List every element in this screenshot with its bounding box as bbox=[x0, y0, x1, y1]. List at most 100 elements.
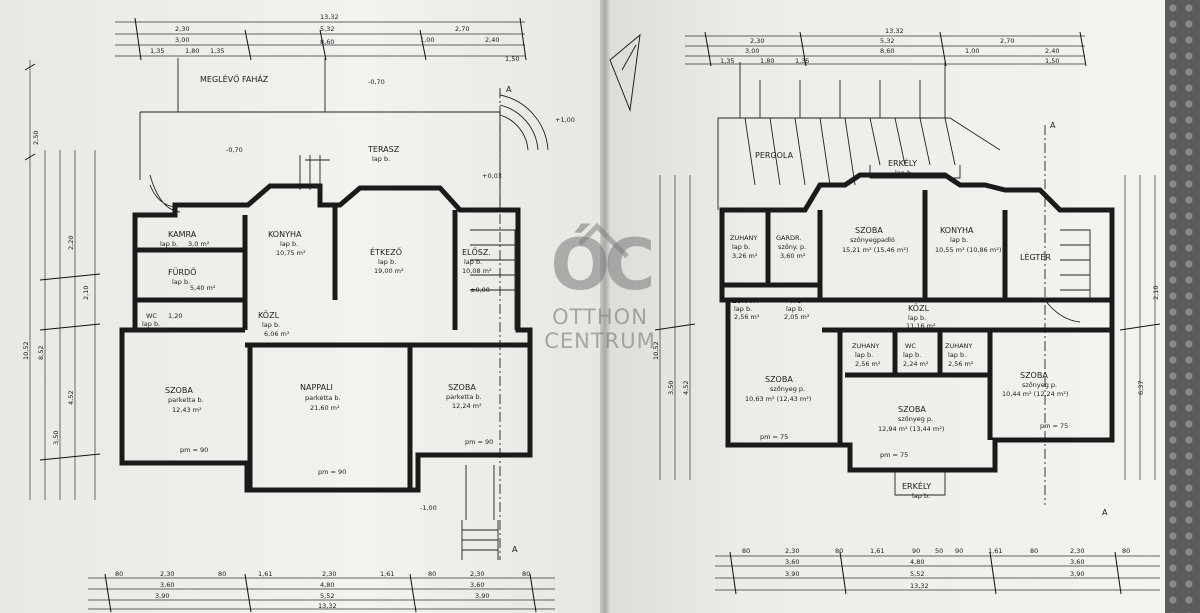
dim-label: 3,00 bbox=[745, 47, 759, 55]
section-marker-bottom: A bbox=[1102, 508, 1108, 517]
dim-label: 6,37 bbox=[1137, 381, 1145, 395]
dim-label: 8,52 bbox=[37, 346, 45, 360]
dim-label: 1,61 bbox=[380, 570, 394, 578]
dim-label: 2,10 bbox=[82, 286, 90, 300]
dim-label: 10,52 bbox=[22, 341, 30, 360]
room-area: 2,56 m² bbox=[734, 313, 760, 321]
dim-label: 3,50 bbox=[667, 381, 675, 395]
ground-floor-plan: 13,32 2,30 3,00 5,32 1,00 2,70 2,40 8,60… bbox=[22, 13, 575, 613]
dim-label: 80 bbox=[1122, 547, 1130, 555]
room-floor: parketta b. bbox=[446, 393, 482, 401]
room-area: 2,24 m² bbox=[903, 360, 929, 368]
dim-total-top: 13,32 bbox=[885, 27, 904, 35]
room-name: FÜRDŐ bbox=[168, 267, 196, 277]
room-shower-1: ZUHANY lap b. 3,26 m² bbox=[730, 234, 758, 260]
dim-label: 2,40 bbox=[485, 36, 499, 44]
stair-arc bbox=[1044, 299, 1081, 323]
room-floor: szőny. p. bbox=[778, 242, 806, 251]
dim-label: 5,32 bbox=[320, 25, 334, 33]
parapet-note: pm = 75 bbox=[760, 433, 788, 441]
dim-label: 80 bbox=[742, 547, 750, 555]
room-shower-4: ZUHANY lap b. 2,56 m² bbox=[945, 342, 974, 368]
room-bedroom-upper-1: SZOBA szőnyegpadló 15,21 m² (15,46 m²) bbox=[842, 226, 908, 254]
north-arrow-icon bbox=[609, 33, 641, 112]
room-floor: lap b. bbox=[912, 492, 930, 500]
existing-house-outline bbox=[177, 58, 326, 113]
dim-label: 2,30 bbox=[750, 37, 764, 45]
watermark-line2: CENTRUM bbox=[544, 329, 656, 353]
room-terrace: TERASZ lap b. bbox=[367, 145, 400, 163]
room-name: SZOBA bbox=[1020, 371, 1048, 380]
room-wc-upper: WC lap b. 2,05 m² bbox=[784, 297, 810, 321]
room-area: 3,60 m² bbox=[780, 252, 806, 260]
dim-label: 1,35 bbox=[720, 57, 734, 65]
dim-label: 50 bbox=[935, 547, 943, 555]
stairs-lines bbox=[299, 155, 330, 190]
dim-label: 1,35 bbox=[795, 57, 809, 65]
room-area: 2,56 m² bbox=[948, 360, 974, 368]
room-name: ERKÉLY bbox=[888, 157, 917, 168]
top-dimension-chains bbox=[685, 31, 1087, 67]
room-name: KÖZL bbox=[258, 310, 280, 320]
room-bedroom-upper-4: SZOBA szőnyeg p. 10,44 m² (12,24 m²) bbox=[1002, 371, 1068, 398]
room-area: 10,44 m² (12,24 m²) bbox=[1002, 390, 1068, 398]
dim-label: 2,20 bbox=[67, 236, 75, 250]
ground-floor-sheet bbox=[0, 0, 606, 613]
terrace-steps-arc bbox=[499, 94, 549, 151]
room-area: 21,60 m² bbox=[310, 404, 340, 412]
room-area: 12,43 m² bbox=[172, 406, 202, 414]
room-floor: lap b. bbox=[895, 169, 913, 177]
bottom-dimension-chains bbox=[88, 573, 555, 613]
parapet-note: pm = 75 bbox=[880, 451, 908, 459]
pergola-label: PERGOLA bbox=[755, 151, 794, 160]
dim-label: 2,30 bbox=[1070, 547, 1084, 555]
upper-floor-walls bbox=[719, 172, 1115, 473]
room-floor: szőnyegpadló bbox=[850, 235, 895, 244]
paper-fold bbox=[600, 0, 610, 613]
room-name: ZUHANY bbox=[732, 297, 759, 305]
dim-total-bottom: 13,32 bbox=[910, 582, 929, 590]
dim-label: 1,61 bbox=[258, 570, 272, 578]
left-dimension-chains bbox=[24, 60, 101, 500]
room-area: 2,05 m² bbox=[784, 313, 810, 321]
existing-house-label: MEGLÉVŐ FAHÁZ bbox=[200, 73, 269, 84]
dim-label: 80 bbox=[428, 570, 436, 578]
room-name: ZUHANY bbox=[945, 342, 972, 350]
room-balcony-top: ERKÉLY lap b. bbox=[888, 157, 917, 177]
balcony-bottom bbox=[894, 470, 946, 496]
pergola bbox=[717, 62, 1001, 210]
room-name: ÉTKEZŐ bbox=[370, 246, 402, 257]
dim-label: 4,52 bbox=[67, 391, 75, 405]
level-mark: +1,00 bbox=[555, 116, 575, 124]
room-balcony-bottom: ERKÉLY lap b. bbox=[902, 480, 931, 500]
room-name: WC bbox=[905, 342, 916, 350]
upper-floor-plan: 13,32 2,30 3,00 5,32 1,00 2,70 2,40 8,60… bbox=[609, 27, 1161, 595]
top-dimension-chains bbox=[115, 17, 527, 61]
dim-label: 2,70 bbox=[1000, 37, 1014, 45]
bottom-dimension-chains bbox=[715, 551, 1160, 595]
dim-label: 1,80 bbox=[760, 57, 774, 65]
room-floor: lap b. bbox=[262, 321, 280, 329]
dim-label: 3,00 bbox=[175, 36, 189, 44]
otthon-centrum-watermark: ÓC OTTHON CENTRUM bbox=[540, 222, 660, 405]
room-name: SZOBA bbox=[765, 375, 793, 384]
room-floor: lap b. bbox=[464, 258, 482, 266]
room-floor: parketta b. bbox=[305, 394, 341, 402]
dim-label: 4,80 bbox=[910, 558, 924, 566]
room-area: 19,00 m² bbox=[374, 267, 404, 275]
room-name: ERKÉLY bbox=[902, 480, 931, 491]
room-living: NAPPALI parketta b. 21,60 m² bbox=[300, 383, 341, 412]
dim-label: 80 bbox=[218, 570, 226, 578]
upper-side-dimension-chains bbox=[654, 175, 1161, 480]
dim-label: 3,60 bbox=[785, 558, 799, 566]
room-wc: WC lap b. 1,20 bbox=[142, 312, 182, 328]
room-name: WC bbox=[790, 297, 801, 305]
dim-label: 3,60 bbox=[1070, 558, 1084, 566]
dim-label: 1,35 bbox=[210, 47, 224, 55]
room-floor: lap b. bbox=[732, 243, 750, 251]
room-area: 10,55 m² (10,86 m²) bbox=[935, 246, 1001, 254]
parapet-note: pm = 90 bbox=[180, 446, 208, 454]
ground-floor-walls bbox=[119, 183, 533, 493]
room-area: 12,24 m² bbox=[452, 402, 482, 410]
